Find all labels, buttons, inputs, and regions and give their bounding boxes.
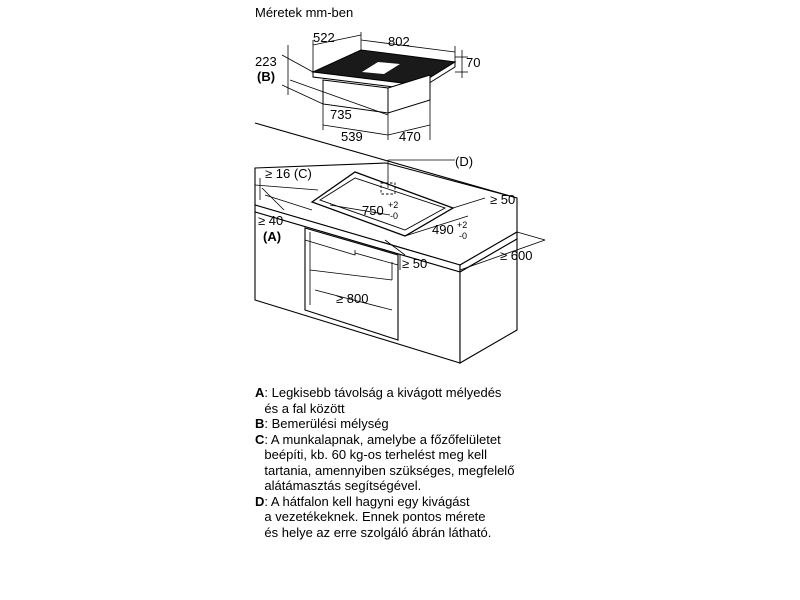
dim-802: 802 [388,34,410,49]
dim-750-plus: +2 [388,200,398,210]
label-a: (A) [263,229,281,244]
legend-item-c: C : A munkalapnak, amelybe a főzőfelület… [255,432,575,494]
legend-key: C [255,431,265,447]
dim-16-c: ≥ 16 (C) [265,166,312,181]
cutout-inner-wall [318,177,447,231]
diagram-title: Méretek mm-ben [255,5,353,20]
legend-item-b: B : Bemerülési mélység [255,416,575,432]
dim-490: 490 [432,222,454,237]
dim-735: 735 [330,107,352,122]
dim-522: 522 [313,30,335,45]
dim-50-bottom: ≥ 50 [402,256,427,271]
dim-223: 223 [255,54,277,69]
legend-key: D [255,493,265,509]
legend-text: : Bemerülési mélység [264,416,389,431]
dim-490-plus: +2 [457,220,467,230]
cooktop-drawing [311,49,457,114]
dim-490-minus: -0 [459,231,467,241]
dim-470: 470 [399,129,421,144]
dim-70: 70 [466,55,480,70]
dim-750: 750 [362,203,384,218]
legend-text: : A hátfalon kell hagyni egy kivágást a … [264,493,492,540]
cooktop-dimension-lines [281,32,468,140]
label-b: (B) [257,69,275,84]
legend-item-a: A : Legkisebb távolság a kivágott mélyed… [255,385,575,416]
dim-800: ≥ 800 [336,291,368,306]
legend-key: A [255,385,265,400]
label-d: (D) [455,154,473,169]
dim-50-top: ≥ 50 [490,192,515,207]
dim-750-minus: -0 [390,211,398,221]
dim-600: ≥ 600 [500,248,532,263]
cooktop-vent [362,62,400,74]
legend: A : Legkisebb távolság a kivágott mélyed… [255,385,575,540]
legend-text: : A munkalapnak, amelybe a főzőfelületet… [264,431,515,494]
dim-40: ≥ 40 [258,213,283,228]
countertop-drawing [254,122,518,364]
legend-text: : Legkisebb távolság a kivágott mélyedés… [264,385,502,416]
cabinet-side [459,238,518,364]
countertop-dimension-lines [254,178,546,311]
dim-539: 539 [341,129,363,144]
legend-key: B [255,416,265,431]
oven-opening [304,227,399,341]
legend-item-d: D : A hátfalon kell hagyni egy kivágást … [255,494,575,541]
